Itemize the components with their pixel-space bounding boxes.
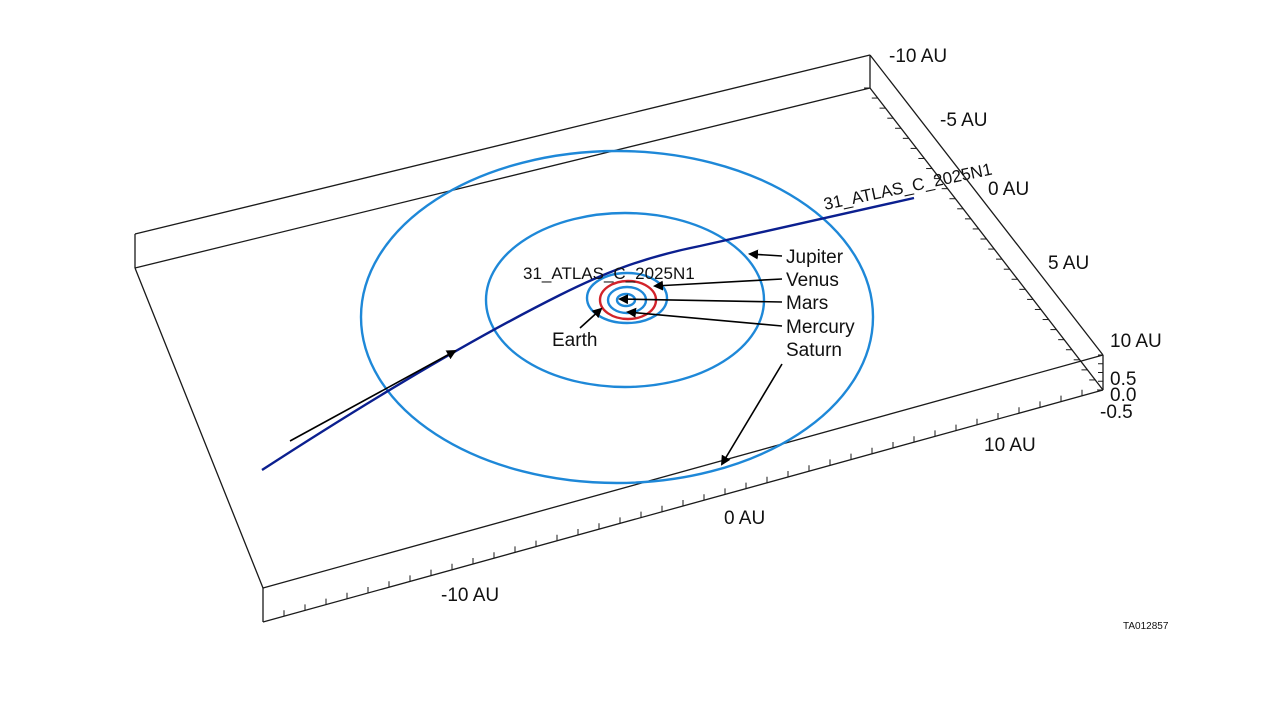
saturn-label: Saturn: [786, 340, 842, 361]
direction-arrow: [289, 350, 457, 442]
y-tick-label: -10 AU: [889, 46, 947, 67]
trajectory-label-upper: 31_ATLAS_C_2025N1: [822, 160, 994, 214]
z-tick-label: -0.5: [1100, 402, 1133, 423]
venus-pointer: [653, 278, 783, 291]
y-tick-label: -5 AU: [940, 110, 988, 131]
comet-trajectory: [261, 196, 915, 472]
box-top-right-edge: [869, 54, 1104, 356]
y-tick-label: 5 AU: [1048, 253, 1089, 274]
mars-pointer: [618, 294, 783, 305]
box-top-back-edge: [134, 54, 871, 235]
z-tick-label: 0.5: [1110, 369, 1136, 390]
y-tick-label: 0 AU: [988, 179, 1029, 200]
x-tick-label: -10 AU: [441, 585, 499, 606]
x-tick-label: 10 AU: [984, 435, 1036, 456]
box-back-bottom-edge: [134, 87, 871, 269]
planet-orbits: [359, 149, 875, 485]
z-tick-label: 0.0: [1110, 385, 1136, 406]
mars-label: Mars: [786, 293, 828, 314]
mars-orbit: [585, 271, 669, 325]
mercury-pointer: [626, 307, 783, 327]
bounding-box: [134, 54, 1104, 623]
box-left-bottom-edge: [134, 267, 264, 589]
y-tick-label: 10 AU: [1110, 331, 1162, 352]
trajectory-label-inner: 31_ATLAS_C_2025N1: [523, 264, 695, 283]
earth-label: Earth: [552, 330, 597, 351]
leader-arrows: [289, 249, 783, 466]
figure-id: TA012857: [1123, 621, 1169, 632]
saturn-pointer: [720, 363, 783, 466]
jupiter-orbit: [484, 211, 766, 389]
earth-pointer: [579, 307, 603, 329]
venus-label: Venus: [786, 270, 839, 291]
jupiter-pointer: [748, 249, 783, 260]
jupiter-label: Jupiter: [786, 247, 844, 268]
mercury-label: Mercury: [786, 317, 855, 338]
box-front-top-edge: [262, 354, 1104, 589]
x-tick-label: 0 AU: [724, 508, 765, 529]
saturn-orbit: [359, 149, 875, 485]
axis-ticks: [262, 87, 1104, 622]
